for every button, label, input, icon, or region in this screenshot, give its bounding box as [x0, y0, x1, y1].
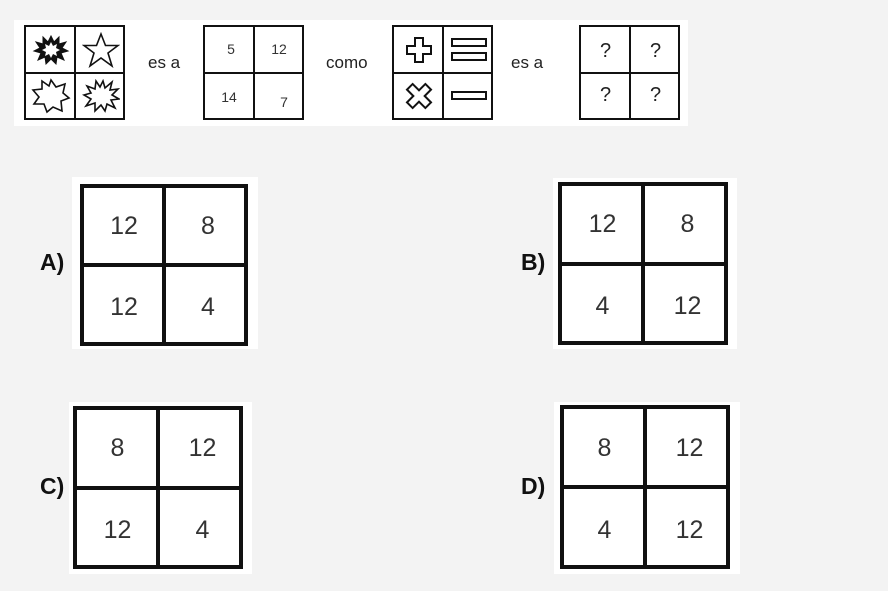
- times-icon: [394, 73, 443, 118]
- option-cell: 8: [597, 433, 612, 462]
- option-a-grid[interactable]: 12 8 12 4: [80, 184, 248, 346]
- option-c-grid[interactable]: 8 12 12 4: [73, 406, 243, 569]
- grid-number: 14: [221, 89, 237, 105]
- connector-como: como: [326, 53, 368, 72]
- option-cell: 4: [597, 515, 612, 544]
- grid-number: 5: [227, 41, 235, 57]
- option-d-grid[interactable]: 8 12 4 12: [560, 405, 730, 569]
- option-c-label[interactable]: C): [40, 473, 65, 499]
- star-burst-icon: [26, 73, 75, 118]
- option-cell: 12: [110, 293, 138, 321]
- option-cell: 12: [103, 516, 132, 544]
- question-mark: ?: [599, 84, 612, 106]
- option-cell: 8: [680, 210, 695, 238]
- option-cell: 4: [595, 292, 610, 320]
- option-cell: 12: [673, 292, 702, 320]
- option-cell: 4: [195, 516, 210, 544]
- equals-icon: [444, 27, 493, 72]
- option-cell: 4: [201, 293, 215, 321]
- option-b-grid[interactable]: 12 8 4 12: [558, 182, 728, 345]
- shapes-grid: [24, 25, 125, 120]
- option-cell: 12: [675, 433, 704, 462]
- operators-grid: [392, 25, 493, 120]
- option-cell: 12: [110, 212, 138, 240]
- star-outline-icon: [76, 27, 125, 72]
- option-cell: 12: [588, 210, 617, 238]
- grid-number: 12: [271, 41, 287, 57]
- unknown-grid: ? ? ? ?: [579, 25, 680, 120]
- option-cell: 8: [201, 212, 215, 240]
- option-cell: 8: [110, 434, 125, 462]
- plus-icon: [394, 27, 443, 72]
- option-a-label[interactable]: A): [40, 249, 65, 275]
- question-strip: [14, 20, 688, 126]
- option-b-label[interactable]: B): [521, 249, 546, 275]
- minus-icon: [444, 73, 493, 118]
- option-d-label[interactable]: D): [521, 473, 546, 499]
- question-mark: ?: [599, 40, 612, 62]
- explosion-icon: [26, 27, 75, 72]
- connector-es-a-1: es a: [148, 53, 181, 72]
- explosion-icon: [76, 73, 125, 118]
- numbers-grid: 5 12 14 7: [203, 25, 304, 120]
- option-cell: 12: [188, 434, 217, 462]
- question-mark: ?: [649, 40, 662, 62]
- connector-es-a-2: es a: [511, 53, 544, 72]
- question-mark: ?: [649, 84, 662, 106]
- option-cell: 12: [675, 515, 704, 544]
- grid-number: 7: [280, 94, 288, 110]
